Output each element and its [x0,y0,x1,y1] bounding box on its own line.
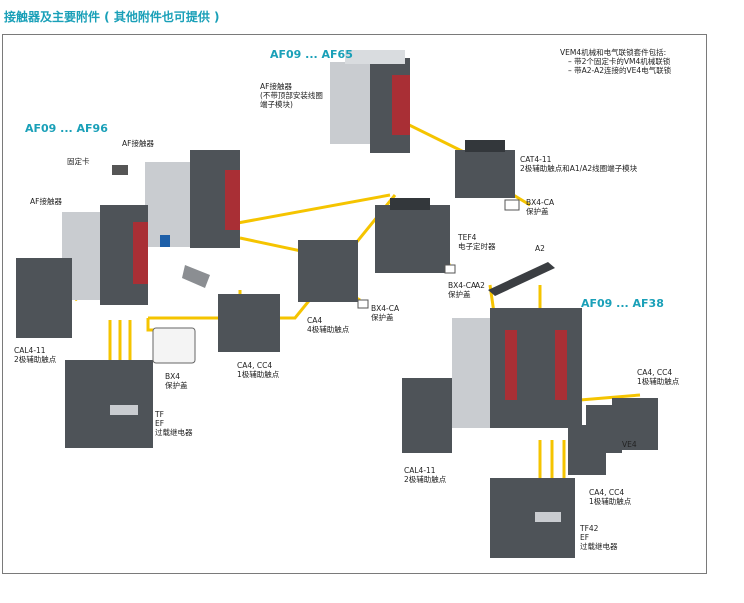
contactor-af-left [62,205,148,305]
label-line: TF42 [580,524,599,533]
label-line: 过载继电器 [580,542,618,551]
module-tef4 [375,198,450,273]
cover-bx4 [152,327,196,364]
label-tf42: TF42 EF 过载继电器 [580,524,618,551]
label-line: 2极辅助触点 [404,475,447,484]
cover-bx4ca [504,199,520,211]
label-line: TEF4 [458,233,477,242]
label-ca4-cc4: CA4, CC4 1极辅助触点 [237,361,279,379]
link-line [148,194,397,320]
cover-bx4ca-c [444,264,456,274]
label-line: BX4-CA [448,281,477,290]
page-title: 接触器及主要附件 ( 其他附件也可提供 ) [4,10,220,24]
fixing-clip [112,165,128,175]
label-line: (不带顶部安装线圈 [260,91,323,100]
label-cal4-right: CAL4-11 2极辅助触点 [404,466,446,484]
label-ve4: VE4 [622,440,637,449]
label-line: CA4, CC4 [589,488,625,497]
module-cat4 [455,140,515,198]
label-af-mid: AF接触器 [122,139,154,148]
label-line: CA4, CC4 [637,368,673,377]
label-line: 过载继电器 [155,428,193,437]
label-ca4-cc4-bottom: CA4, CC4 1极辅助触点 [589,488,631,506]
label-line: BX4-CA [526,198,555,207]
label-fixing-clip: 固定卡 [67,157,90,166]
contactor-af-top [330,50,410,153]
label-line: CAT4-11 [520,155,552,164]
label-line: 保护盖 [448,290,471,299]
module-ca4-cc4-bottom [568,425,606,475]
module-cal4-left [16,258,72,338]
label-bx4: BX4 保护盖 [165,372,188,390]
label-line: 端子模块) [260,100,293,109]
interlock-note: VEM4机械和电气联锁套件包括: – 带2个固定卡的VM4机械联锁 – 带A2-… [560,48,671,75]
label-line: 2极辅助触点和A1/A2线圈端子模块 [520,164,638,173]
label-line: 保护盖 [526,207,549,216]
label-line: 1极辅助触点 [237,370,280,379]
label-cat4: CAT4-11 2极辅助触点和A1/A2线圈端子模块 [520,155,637,173]
note-line: VEM4机械和电气联锁套件包括: [560,48,667,57]
label-bx4ca-b: BX4-CA 保护盖 [371,304,399,322]
contactor-pair-af38 [452,308,582,428]
label-cal4-left: CAL4-11 2极辅助触点 [14,346,56,364]
label-line: 1极辅助触点 [589,497,632,506]
label-line: AF接触器 [260,82,292,91]
label-line: 电子定时器 [458,242,496,251]
label-af-left: AF接触器 [30,197,62,206]
label-line: CA4 [307,316,323,325]
note-line: – 带2个固定卡的VM4机械联锁 [568,57,671,66]
label-tef4: TEF4 电子定时器 [458,233,496,251]
label-tf: TF EF 过载继电器 [155,410,193,437]
a2-connector-bar [488,262,555,296]
module-ca4 [298,240,358,302]
overload-tf [65,360,153,448]
label-ca4-cc4-right: CA4, CC4 1极辅助触点 [637,368,679,386]
group-title-af96: AF09 ... AF96 [25,122,108,135]
group-title-af65: AF09 ... AF65 [270,48,353,61]
group-title-af38: AF09 ... AF38 [581,297,664,310]
label-line: 1极辅助触点 [637,377,680,386]
label-line: BX4 [165,372,181,381]
contactor-af-mid [145,150,240,248]
module-ca4-cc4 [218,294,280,352]
link-line [579,393,641,402]
label-af-top: AF接触器 (不带顶部安装线圈 端子模块) [260,82,323,109]
label-line: 4极辅助触点 [307,325,350,334]
label-line: CA4, CC4 [237,361,273,370]
label-line: 保护盖 [371,313,394,322]
label-a2-left: A2 [475,281,485,290]
label-line: EF [155,419,165,428]
module-cal4-right [402,378,452,453]
label-line: TF [155,410,164,419]
overload-tf42 [490,478,575,558]
note-line: – 带A2-A2连接的VE4电气联锁 [568,66,672,75]
clip-piece [182,265,210,288]
label-line: 2极辅助触点 [14,355,57,364]
label-line: EF [580,533,590,542]
label-a2-top: A2 [535,244,545,253]
coil-terminal [160,235,170,247]
label-bx4ca: BX4-CA 保护盖 [526,198,554,216]
label-line: 保护盖 [165,381,188,390]
label-line: BX4-CA [371,304,400,313]
label-ca4: CA4 4极辅助触点 [307,316,349,334]
label-line: CAL4-11 [404,466,436,475]
label-line: CAL4-11 [14,346,46,355]
label-bx4ca-c: BX4-CA 保护盖 [448,281,476,299]
cover-bx4ca-b [357,299,369,309]
